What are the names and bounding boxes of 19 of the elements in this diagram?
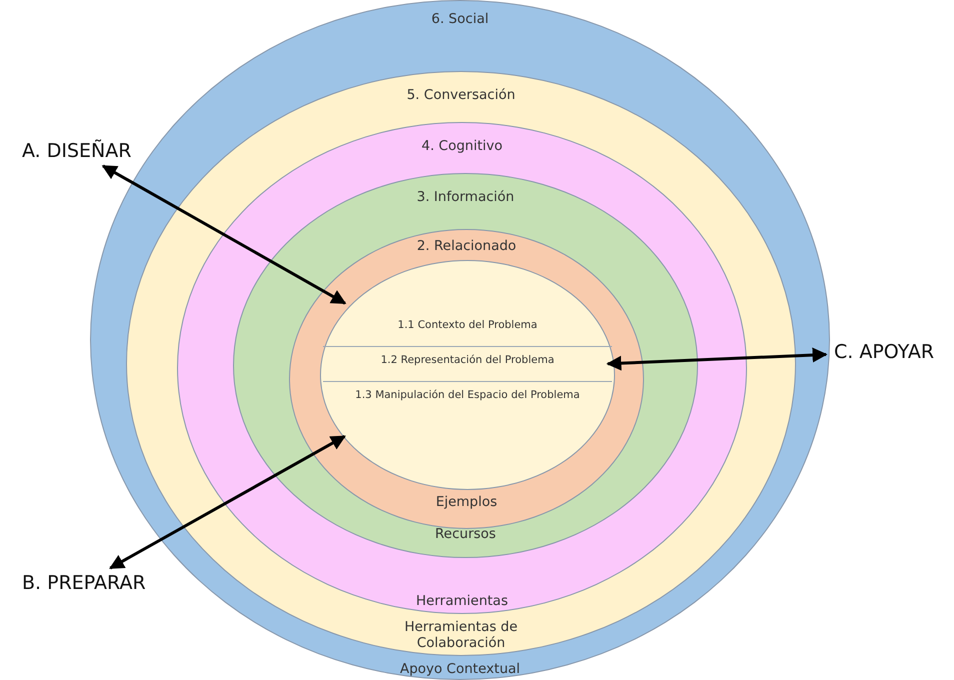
stage-label: A. DISEÑAR (22, 140, 132, 162)
ring-label: 5. Conversación (406, 87, 516, 103)
stage-label: C. APOYAR (834, 341, 934, 363)
ring-label: 1.3 Manipulación del Espacio del Problema (355, 389, 580, 401)
ring-label: 3. Información (416, 189, 514, 205)
double-arrow (606, 348, 828, 371)
ring-label: Herramientas (416, 593, 508, 609)
ring-label: 4. Cognitivo (421, 138, 503, 154)
double-arrow (102, 164, 346, 305)
ring-label: Recursos (435, 526, 496, 542)
stage-label: B. PREPARAR (22, 572, 146, 594)
ring-label: 1.1 Contexto del Problema (398, 319, 538, 331)
ring-label: 1.2 Representación del Problema (380, 354, 554, 366)
ring-label: 2. Relacionado (416, 238, 516, 254)
ring-label: 6. Social (431, 11, 489, 27)
double-arrow (109, 435, 346, 570)
ring-label: Ejemplos (436, 494, 498, 510)
ring-label: Apoyo Contextual (400, 661, 520, 677)
ring-label: Herramientas de Colaboración (403, 619, 519, 651)
